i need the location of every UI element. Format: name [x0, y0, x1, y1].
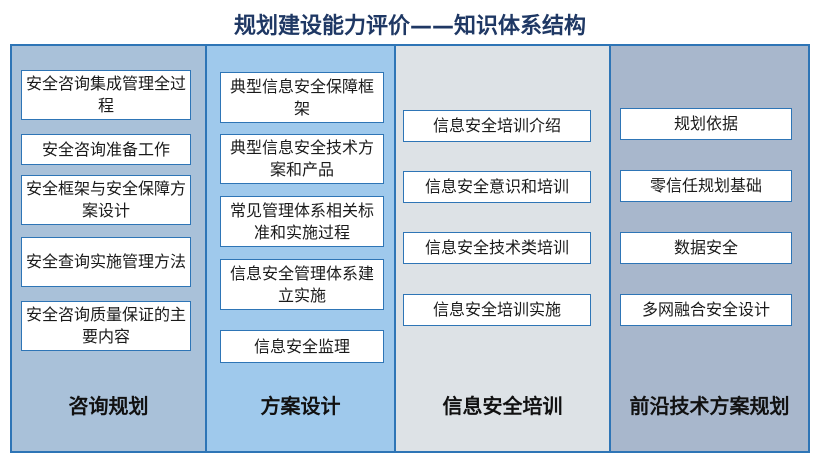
knowledge-item: 安全咨询质量保证的主要内容 — [21, 301, 191, 351]
column-consulting-planning: 安全咨询集成管理全过程 安全咨询准备工作 安全框架与安全保障方案设计 安全查询实… — [10, 44, 207, 453]
column-solution-design: 典型信息安全保障框架 典型信息安全技术方案和产品 常见管理体系相关标准和实施过程… — [205, 44, 396, 453]
knowledge-item: 安全框架与安全保障方案设计 — [21, 175, 191, 225]
knowledge-item: 信息安全技术类培训 — [403, 232, 591, 264]
knowledge-item: 安全查询实施管理方法 — [21, 237, 191, 287]
knowledge-item: 数据安全 — [620, 232, 792, 264]
knowledge-item: 常见管理体系相关标准和实施过程 — [220, 196, 384, 247]
column-label: 咨询规划 — [68, 394, 149, 418]
column-label: 方案设计 — [260, 394, 341, 418]
knowledge-item: 信息安全意识和培训 — [403, 171, 591, 203]
diagram-title: 规划建设能力评价——知识体系结构 — [233, 14, 586, 39]
knowledge-item: 典型信息安全技术方案和产品 — [220, 134, 384, 184]
knowledge-item: 信息安全培训介绍 — [403, 110, 591, 142]
column-label: 前沿技术方案规划 — [629, 394, 790, 418]
knowledge-item: 信息安全培训实施 — [403, 294, 591, 326]
knowledge-item: 安全咨询准备工作 — [21, 134, 191, 165]
knowledge-item: 规划依据 — [620, 108, 792, 140]
column-label: 信息安全培训 — [442, 394, 563, 418]
knowledge-item: 多网融合安全设计 — [620, 294, 792, 326]
knowledge-item: 零信任规划基础 — [620, 170, 792, 202]
knowledge-item: 信息安全管理体系建立实施 — [220, 259, 384, 310]
column-frontier-tech-planning: 规划依据 零信任规划基础 数据安全 多网融合安全设计 前沿技术方案规划 — [609, 44, 810, 453]
knowledge-item: 信息安全监理 — [220, 330, 384, 363]
knowledge-item: 安全咨询集成管理全过程 — [21, 70, 191, 120]
column-security-training: 信息安全培训介绍 信息安全意识和培训 信息安全技术类培训 信息安全培训实施 信息… — [394, 44, 611, 453]
knowledge-item: 典型信息安全保障框架 — [220, 72, 384, 123]
